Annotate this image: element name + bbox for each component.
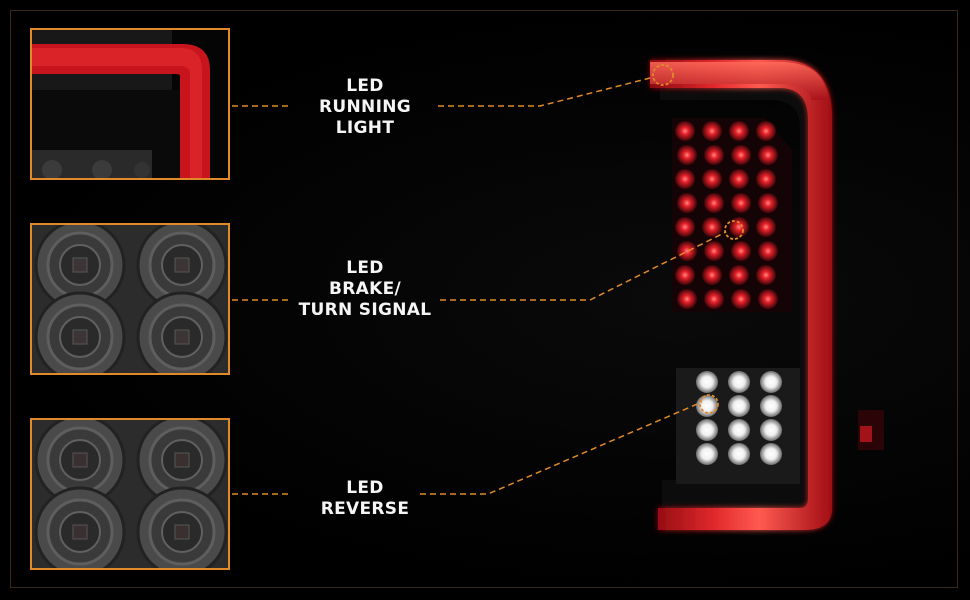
white-led [728,395,750,417]
brake-led-target [724,220,744,240]
white-led [696,371,718,393]
red-led [704,193,724,213]
white-led [760,371,782,393]
label-led-reverse: LED REVERSE [300,478,430,520]
red-led [731,289,751,309]
label-line: TURN SIGNAL [298,300,432,320]
red-led [704,289,724,309]
label-line: LED [346,478,384,498]
label-line: LED [346,258,384,278]
red-led [677,145,697,165]
red-led [731,193,751,213]
red-led [758,193,778,213]
red-led [729,169,749,189]
red-led [729,217,749,237]
red-led [758,145,778,165]
red-led [677,289,697,309]
outer-border [10,10,958,588]
red-led [675,121,695,141]
white-led [760,419,782,441]
red-led [704,241,724,261]
red-led [758,289,778,309]
red-led [702,217,722,237]
label-line: LED [346,76,384,96]
red-led [702,265,722,285]
red-led [677,241,697,261]
label-led-running-light: LED RUNNING LIGHT [300,76,430,139]
red-led [731,145,751,165]
label-line: REVERSE [320,499,410,519]
white-led [760,443,782,465]
white-led [728,371,750,393]
red-led [729,121,749,141]
white-led [696,419,718,441]
leader-lines [232,77,727,495]
red-led [756,121,776,141]
red-led [675,217,695,237]
red-led [731,241,751,261]
red-led [675,169,695,189]
white-led [760,395,782,417]
brake-led-array [675,121,778,309]
red-led [702,169,722,189]
running-light-closeup [30,28,230,180]
white-led [696,395,718,417]
white-led [728,419,750,441]
red-led [729,265,749,285]
red-led [702,121,722,141]
reverse-led-closeup [30,418,230,570]
label-led-brake-turn-signal: LED BRAKE/ TURN SIGNAL [290,258,440,321]
red-led [704,145,724,165]
brake-led-panel [672,118,792,312]
red-led [758,241,778,261]
reverse-led-target [699,394,719,414]
white-led [728,443,750,465]
running-light-target [652,64,674,86]
label-line: BRAKE/ [329,279,401,299]
label-line: RUNNING [319,97,411,117]
reverse-led-array [696,371,782,465]
label-line: LIGHT [335,118,395,138]
white-led [696,443,718,465]
brake-led-closeup [30,223,230,375]
red-led [677,193,697,213]
red-led [756,169,776,189]
red-led [756,265,776,285]
red-led [675,265,695,285]
red-led [756,217,776,237]
running-light-bar [650,60,832,530]
